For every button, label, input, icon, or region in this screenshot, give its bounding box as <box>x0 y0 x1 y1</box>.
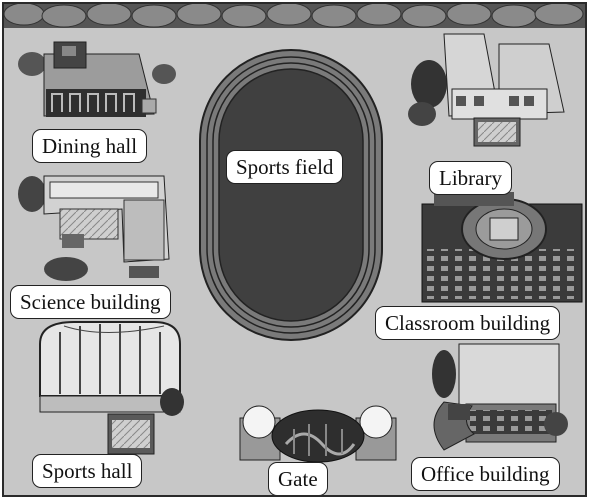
label-sports-hall: Sports hall <box>32 454 143 488</box>
label-classroom-building: Classroom building <box>375 306 561 340</box>
gate-structure <box>239 405 397 463</box>
map-illustration <box>4 4 585 463</box>
classroom-building <box>421 192 583 303</box>
hedge-row <box>4 4 585 28</box>
label-library: Library <box>429 161 512 195</box>
label-gate: Gate <box>268 462 328 495</box>
label-dining-hall: Dining hall <box>32 129 148 163</box>
label-sports-field: Sports field <box>226 150 344 184</box>
sports-field-track <box>199 49 383 341</box>
label-office-building: Office building <box>411 457 560 491</box>
office-building <box>432 343 568 451</box>
dining-hall-building <box>18 41 176 117</box>
label-science-building: Science building <box>10 285 171 319</box>
science-building <box>18 175 170 281</box>
library-building <box>408 33 565 147</box>
sports-hall-building <box>39 321 184 455</box>
